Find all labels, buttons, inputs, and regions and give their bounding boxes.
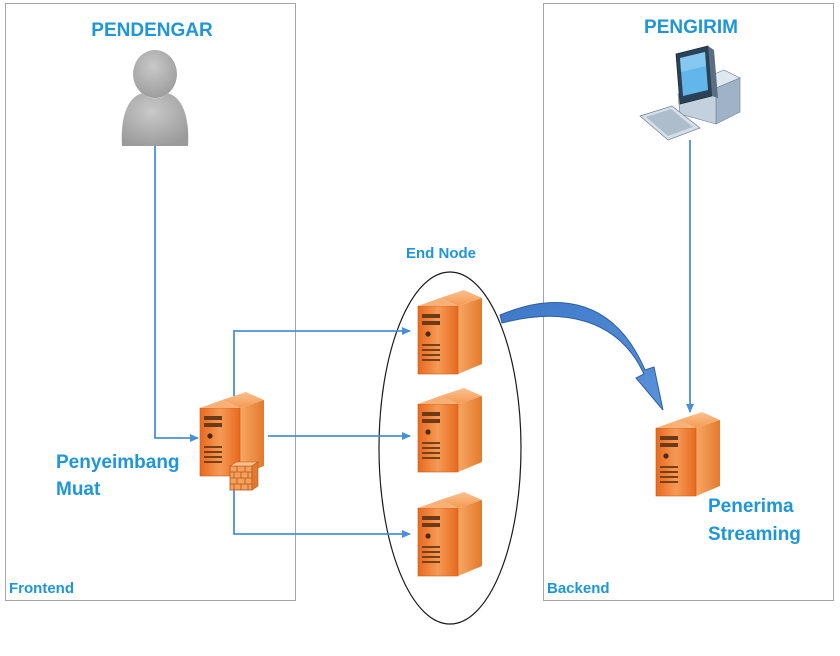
end-node-title: End Node [406, 245, 476, 262]
firewall-icon [229, 461, 259, 491]
load-balancer-label-line1: Penyeimbang [56, 452, 180, 473]
receiver-label: Penerima Streaming [708, 496, 801, 545]
stream-curved-arrow [499, 302, 664, 411]
end-node-server-2 [417, 387, 483, 473]
receiver-label-line1: Penerima [708, 496, 794, 517]
connector-balancer-to-node3 [233, 486, 411, 538]
load-balancer-label: Penyeimbang Muat [56, 452, 185, 500]
backend-label: Backend [547, 580, 610, 597]
receiver-server-icon [655, 411, 721, 497]
end-node-server-1 [417, 289, 483, 375]
sender-title: PENGIRIM [644, 17, 738, 38]
load-balancer-label-line2: Muat [56, 479, 101, 500]
end-node-cluster [378, 271, 522, 625]
desktop-computer-icon [639, 45, 741, 141]
connector-listener-to-balancer [154, 146, 199, 442]
end-node-server-3 [417, 491, 483, 577]
frontend-region [5, 3, 296, 601]
listener-title: PENDENGAR [91, 20, 213, 41]
connectors [154, 140, 694, 538]
backend-region [543, 3, 834, 601]
frontend-label: Frontend [9, 580, 74, 597]
person-icon [121, 50, 189, 146]
connector-balancer-to-node1 [233, 327, 411, 396]
receiver-label-line2: Streaming [708, 524, 801, 545]
